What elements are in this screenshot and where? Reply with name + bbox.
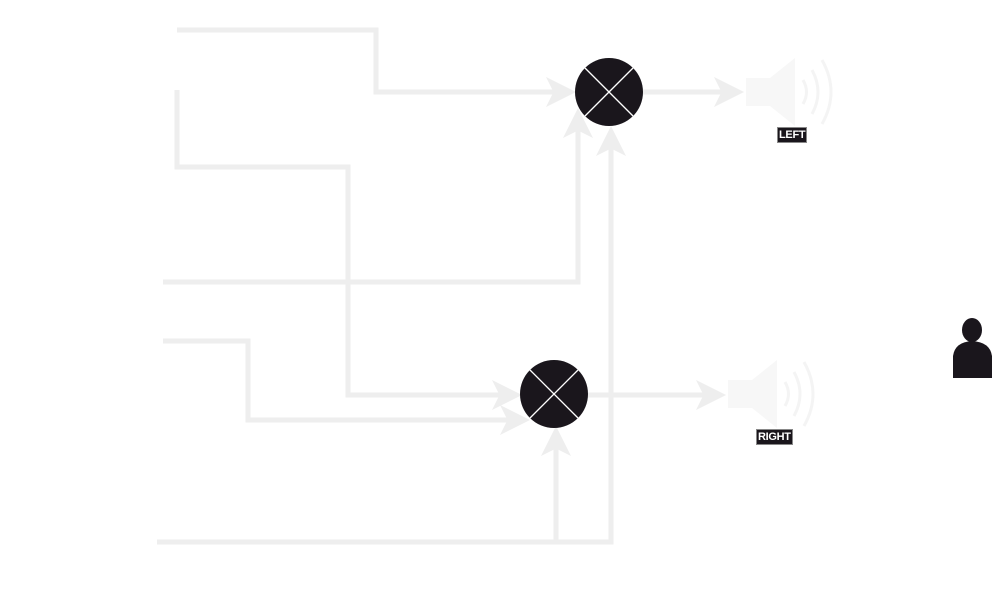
speaker-label-right: RIGHT [756, 429, 793, 445]
multiply-circle-icon [584, 67, 634, 117]
wire-input-1 [177, 27, 576, 107]
speaker-icon [728, 360, 815, 428]
wire-input-2 [174, 90, 522, 410]
person-icon [953, 318, 992, 378]
mixer-top [575, 58, 643, 126]
speaker-label-left: LEFT [777, 127, 808, 143]
speaker-icon [746, 58, 833, 126]
wire-input-3 [163, 108, 593, 285]
wire-input-4 [163, 338, 530, 435]
wire-input-5 [157, 126, 626, 545]
mixer-bottom [520, 360, 588, 428]
multiply-circle-icon [529, 369, 579, 419]
